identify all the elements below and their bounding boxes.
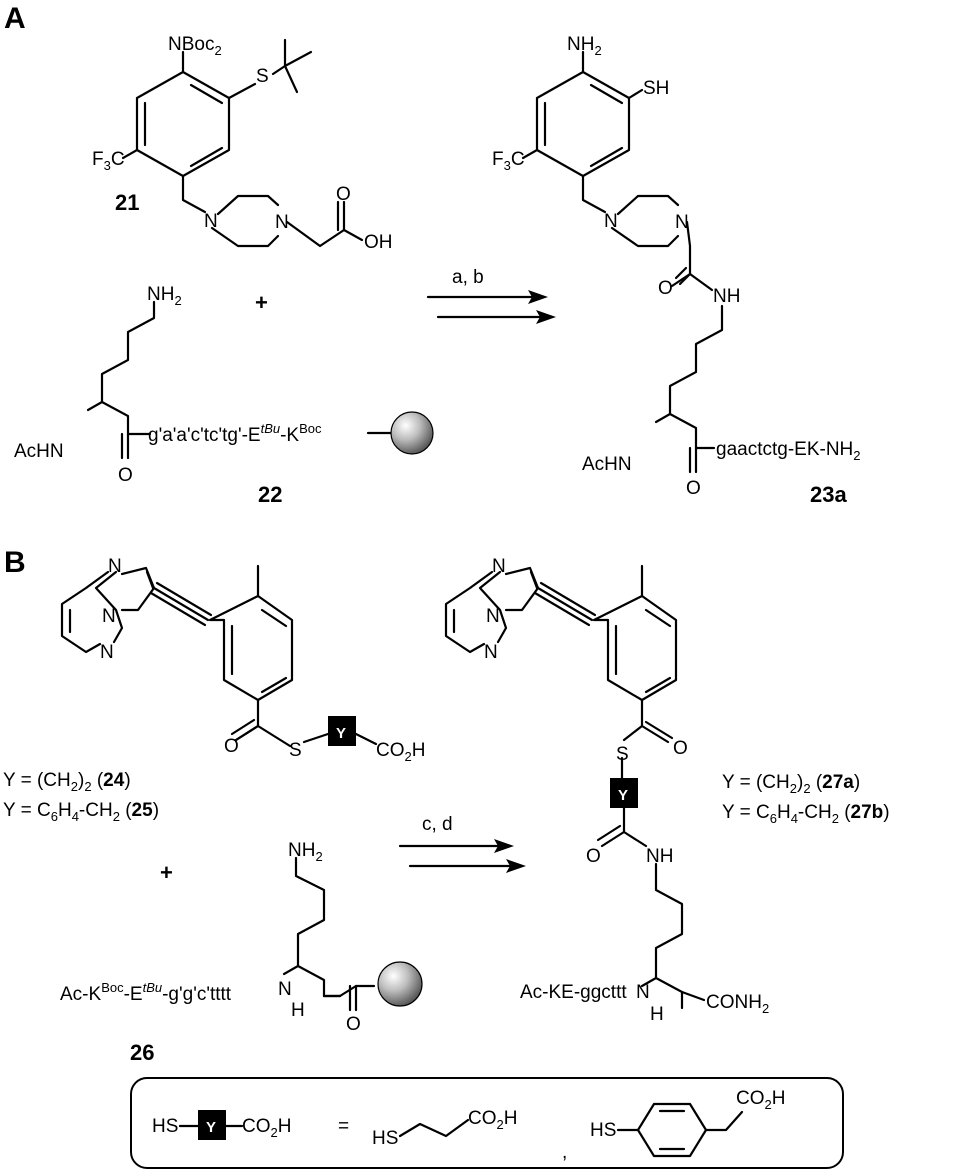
bridge-n-label: N [486,606,500,627]
pyridazine-n-label: N [100,642,114,663]
piperazine-n2-label: N [675,212,689,233]
plus-sign-b: + [160,860,173,885]
legend-hs-label: HS [152,1116,178,1137]
amide-nh-label: NH [646,846,673,867]
amine-h-label: H [291,1000,305,1021]
oligo-sequence: Ac-KBoc-EtBu-g'g'c'tttt [60,980,232,1005]
imidazole-n-label: N [108,556,122,577]
bridge-n-label: N [102,606,116,627]
legend-hs2-label: HS [372,1128,398,1149]
panel-label-a: A [4,2,26,35]
achn-label: AcHN [582,454,632,475]
thioester-s-label: S [289,740,302,761]
compound-26: NH2 Ac-KBoc-EtBu-g'g'c'tttt N H O 26 [60,840,423,1065]
definition-27b: Y = C6H4-CH2 (27b) [722,802,890,826]
compound-label-23a: 23a [810,482,847,507]
y-definition-legend: HS Y CO2H = HS CO2H , HS CO2H [130,1077,844,1169]
legend-comma: , [562,1142,567,1163]
compound-label-26: 26 [130,1040,154,1065]
hydroxyl-label: OH [364,232,393,253]
f3c-label: F3C [492,149,525,173]
carbonyl-o-label: O [346,1014,361,1035]
y-label: Y [336,725,346,742]
piperazine-n1-label: N [204,211,218,232]
carbonyl-o-label: O [336,184,351,205]
y-linker-box [328,716,356,746]
legend-acid2-label: CO2H [468,1108,517,1132]
carboxamide-label: CONH2 [706,992,769,1016]
oligo-sequence: Ac-KE-ggcttt [520,982,627,1003]
reagents-cd-label: c, d [422,814,453,835]
imidazole-n-label: N [492,556,506,577]
thioester-o-label: O [224,736,239,757]
reaction-arrow-cd: c, d [398,814,526,873]
amine-n-label: N [278,979,292,1000]
panel-label-b: B [4,546,26,579]
achn-label: AcHN [14,441,64,462]
compound-24-25: Y N N N O S CO2H Y = (CH2)2 (24) Y = C6H… [3,556,425,824]
compound-21: NBoc2 S F3C N N O OH 21 [92,34,393,253]
pyridazine-n-label: N [484,642,498,663]
y-label: Y [618,787,628,804]
carbonyl-o-label: O [686,478,701,499]
legend-hs3-label: HS [590,1120,616,1141]
piperazine-n1-label: N [604,211,618,232]
definition-25: Y = C6H4-CH2 (25) [3,800,159,824]
thiol-label: SH [643,78,669,99]
definition-27a: Y = (CH2)2 (27a) [722,772,860,796]
amide-o-label: O [586,846,601,867]
compound-27: Y N N N O S O NH Ac-KE-ggcttt N H CONH2 … [444,556,890,1025]
thioester-s-label: S [616,744,629,765]
legend-equals: = [338,1116,349,1137]
compound-23a: NH2 SH F3C N N O NH AcHN O gaactctg-EK-N… [492,34,861,507]
amine-n-label: N [636,982,650,1003]
legend-acid-label: CO2H [242,1116,291,1140]
resin-bead-icon [377,961,423,1007]
nboc2-label: NBoc2 [168,34,222,58]
acid-label: CO2H [376,740,425,764]
oligo-sequence: gaactctg-EK-NH2 [716,439,861,463]
compound-label-21: 21 [115,190,139,215]
y-linker-box [610,778,638,808]
nh2-label: NH2 [288,840,323,864]
sulfur-label: S [256,66,269,87]
reagents-ab-label: a, b [452,267,484,288]
plus-sign-a: + [255,290,268,315]
legend-y-box [198,1110,226,1140]
reaction-arrow-ab: a, b [426,267,556,324]
compound-label-22: 22 [258,482,282,507]
thioester-o-label: O [673,738,688,759]
amine-label: NH2 [567,34,602,58]
piperazine-n2-label: N [275,212,289,233]
legend-y-label: Y [206,1119,216,1136]
nh2-label: NH2 [147,284,182,308]
f3c-label: F3C [92,149,125,173]
legend-acid3-label: CO2H [736,1088,785,1112]
oligo-sequence: g'a'a'c'tc'tg'-EtBu-KBoc [148,421,322,446]
carbonyl-o-label: O [118,465,133,486]
compound-22: NH2 AcHN O g'a'a'c'tc'tg'-EtBu-KBoc 22 [14,284,434,507]
amide-o-label: O [658,278,673,299]
resin-bead-icon [390,411,434,455]
amide-nh-label: NH [713,286,740,307]
amine-h-label: H [650,1004,664,1025]
definition-24: Y = (CH2)2 (24) [3,770,131,794]
